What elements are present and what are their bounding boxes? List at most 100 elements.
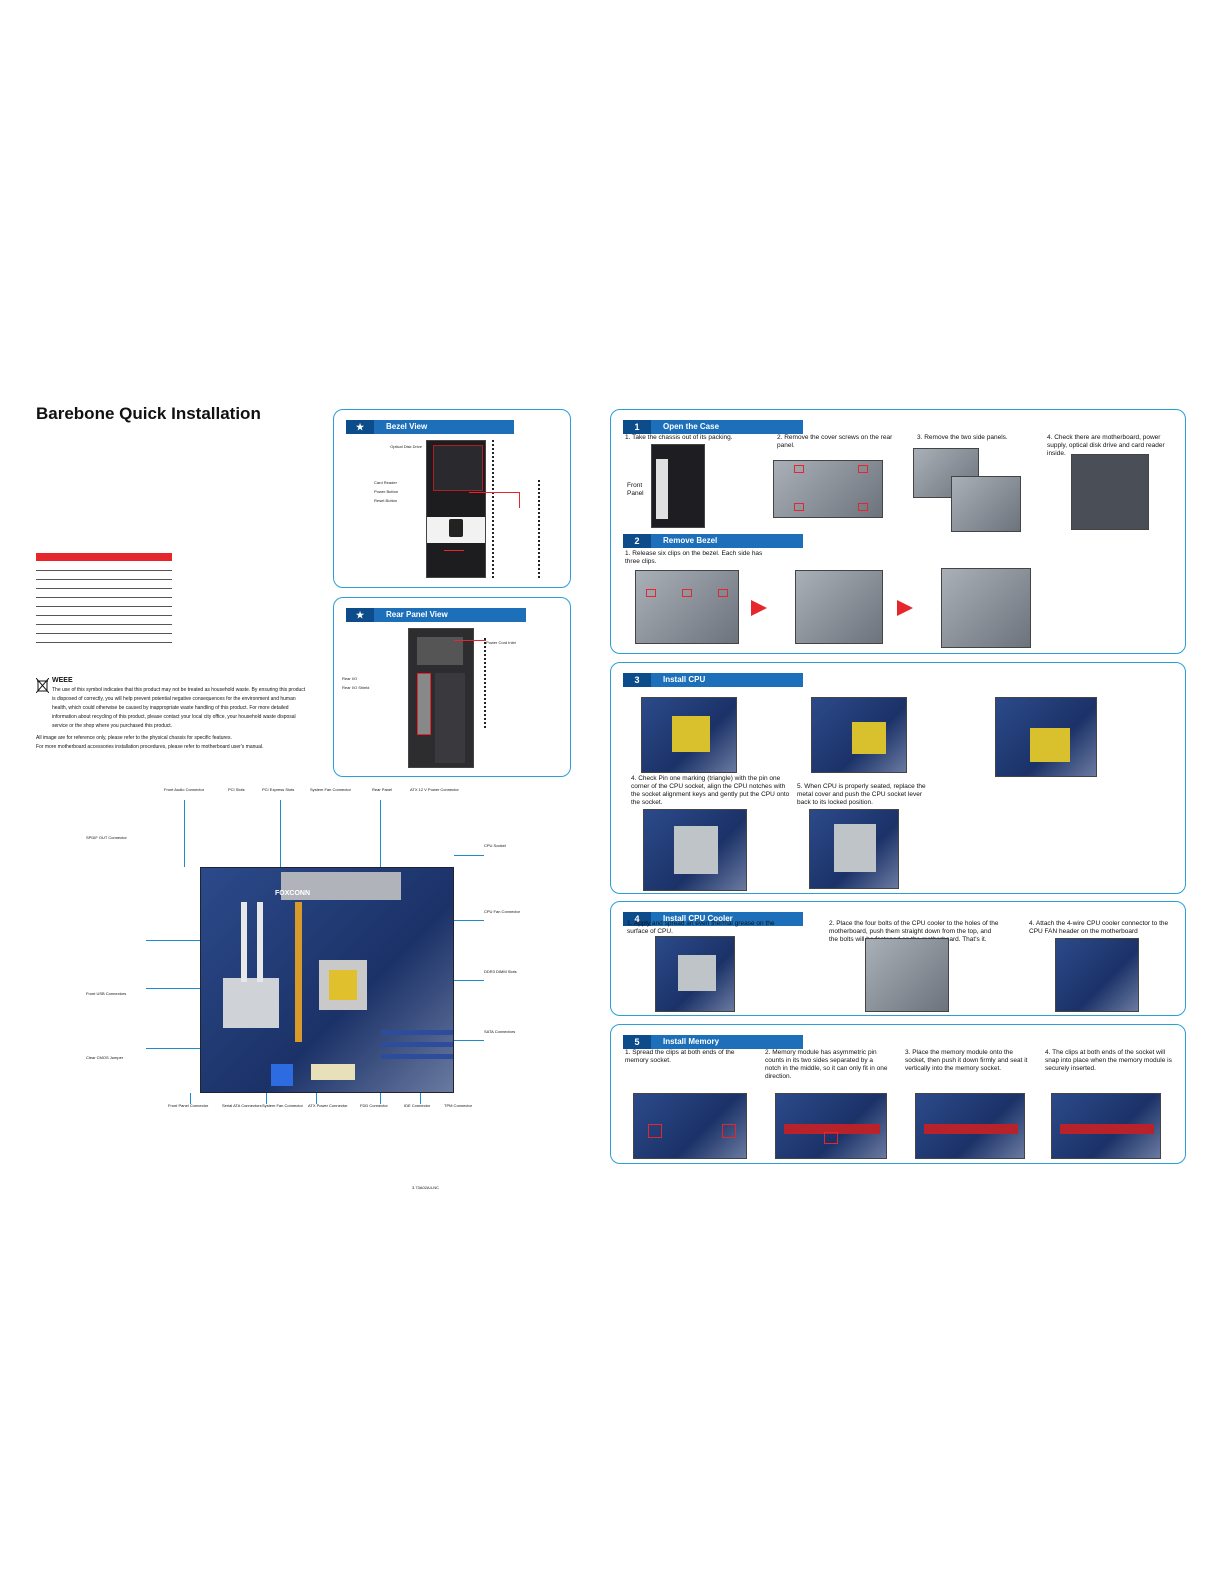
step-3-title: Install CPU [663, 675, 706, 684]
label-fdd: FDD Connector [360, 1103, 388, 1108]
label-front-usb: Front USB Connectors [86, 991, 127, 996]
front-panel-label: Front Panel [627, 482, 644, 497]
motherboard-diagram: FOXCONN Front Audio Connector PCI Slots … [80, 760, 520, 1172]
label-system-fan-bottom: System Fan Connector [262, 1103, 303, 1108]
cpu-placed-photo [643, 809, 747, 891]
step-5-item-1: 1. Spread the clips at both ends of the … [625, 1049, 735, 1064]
label-power-button: Power Button [374, 488, 399, 494]
step-5-tab: Install Memory [623, 1035, 803, 1049]
label-pcie-slots: PCI Express Slots [262, 787, 295, 792]
rear-screws-photo [773, 460, 883, 518]
label-pci-slots: PCI Slots [228, 787, 245, 792]
step-5-item-4: 4. The clips at both ends of the socket … [1045, 1049, 1172, 1072]
step-4-tab: Install CPU Cooler [623, 912, 803, 926]
cpu-lever-photo [811, 697, 907, 773]
bezel-view-panel: Bezel View ★ Card Reader Power Button Re… [333, 409, 571, 588]
label-rear-io: Rear I/O [342, 675, 358, 681]
label-power-inlet: Power Cord Inlet [486, 639, 516, 645]
step-3-tab: Install CPU [623, 673, 803, 687]
cpu-cover-photo [995, 697, 1097, 777]
chassis-packed-photo [651, 444, 705, 528]
label-front-audio: Front Audio Connector [164, 787, 205, 792]
label-atx-power: ATX Power Connector [308, 1103, 348, 1108]
label-front-panel: Front Panel Connector [168, 1103, 209, 1108]
label-reset-button: Reset Button [374, 497, 398, 503]
step-1-tab: Open the Case [623, 420, 803, 434]
star-icon: ★ [346, 608, 374, 622]
arrow-icon [897, 600, 913, 616]
motherboard-brand: FOXCONN [275, 890, 310, 897]
bezel-clips-photo [635, 570, 739, 644]
spec-table-header [36, 553, 172, 561]
rear-view-title: Rear Panel View [386, 610, 448, 619]
table-row [36, 588, 172, 597]
memory-locked-photo [1051, 1093, 1161, 1159]
step-1-title: Open the Case [663, 422, 720, 431]
label-card-reader: Card Reader [374, 479, 397, 485]
step-open-case-panel: Open the Case 1 1. Take the chassis out … [610, 409, 1186, 654]
step-install-memory-panel: Install Memory 5 1. Spread the clips at … [610, 1024, 1186, 1164]
step-1-number: 1 [623, 420, 651, 434]
footer-code: 3.73A02A4-NC [412, 1185, 439, 1190]
star-icon: ★ [346, 420, 374, 434]
label-cpu-socket: CPU Socket [484, 843, 506, 848]
step-4-item-1: 1. Apply and spread an even thermal grea… [627, 920, 775, 935]
step-5-title: Install Memory [663, 1037, 720, 1046]
step-2-number: 2 [623, 534, 651, 548]
label-cpu-fan: CPU Fan Connector [484, 909, 521, 914]
bezel-release-photo [795, 570, 883, 644]
table-row [36, 606, 172, 615]
table-row [36, 633, 172, 642]
chassis-front-photo [426, 440, 486, 578]
label-clear-cmos: Clear CMOS Jumper [86, 1055, 124, 1060]
rear-view-panel: Rear Panel View ★ Power Cord Inlet Rear … [333, 597, 571, 777]
label-tpm: TPM Connector [444, 1103, 473, 1108]
step-3-number: 3 [623, 673, 651, 687]
label-rear-io-shield: Rear I/O Shield [342, 684, 370, 690]
note-reference: All image are for reference only, please… [36, 735, 232, 741]
label-ide: IDE Connector [404, 1103, 431, 1108]
step-5-number: 5 [623, 1035, 651, 1049]
step-4-number: 4 [623, 912, 651, 926]
chassis-inside-photo [1071, 454, 1149, 530]
chassis-rear-photo [408, 628, 474, 768]
memory-insert-photo [915, 1093, 1025, 1159]
step-4-title: Install CPU Cooler [663, 914, 733, 923]
table-row [36, 597, 172, 606]
bezel-view-tab: Bezel View [346, 420, 514, 434]
arrow-icon [751, 600, 767, 616]
step-1-item-1: 1. Take the chassis out of its packing. [625, 434, 733, 441]
label-sata-bottom: Serial ATA Connectors [222, 1103, 262, 1108]
weee-title: WEEE [52, 677, 73, 684]
step-4-item-4: 4. Attach the 4-wire CPU cooler connecto… [1029, 920, 1169, 935]
label-spdif: SPDIF OUT Connector [86, 835, 127, 840]
memory-clips-photo [633, 1093, 747, 1159]
recycle-bin-icon [35, 677, 50, 694]
note-manual: For more motherboard accessories install… [36, 744, 264, 750]
label-dimm: DDR3 DIMM Slots [484, 969, 517, 974]
cpu-locked-photo [809, 809, 899, 889]
motherboard-photo: FOXCONN [200, 867, 454, 1093]
side-panels-photo-2 [951, 476, 1021, 532]
step-2-title: Remove Bezel [663, 536, 718, 545]
step-3-item-4: 4. Check Pin one marking (triangle) with… [631, 775, 790, 806]
step-5-item-2: 2. Memory module has asymmetric pin coun… [765, 1049, 888, 1080]
step-install-cooler-panel: Install CPU Cooler 4 1. Apply and spread… [610, 901, 1186, 1016]
bezel-removed-photo [941, 568, 1031, 648]
cooler-connector-photo [1055, 938, 1139, 1012]
step-1-item-2: 2. Remove the cover screws on the rear p… [777, 434, 893, 449]
document-title: Barebone Quick Installation [36, 404, 261, 423]
cooler-bolts-photo [865, 938, 949, 1012]
cpu-socket-photo [641, 697, 737, 773]
step-3-item-5: 5. When CPU is properly seated, replace … [797, 783, 926, 806]
reference-notes: All image are for reference only, please… [36, 734, 311, 752]
label-system-fan-top: System Fan Connector [310, 787, 351, 792]
bezel-view-title: Bezel View [386, 422, 428, 431]
table-row [36, 561, 172, 570]
table-row [36, 570, 172, 579]
spec-table [36, 553, 172, 643]
step-install-cpu-panel: Install CPU 3 4. Check Pin one marking (… [610, 662, 1186, 894]
memory-notch-photo [775, 1093, 887, 1159]
label-sata: SATA Connectors [484, 1029, 516, 1034]
table-row [36, 615, 172, 624]
